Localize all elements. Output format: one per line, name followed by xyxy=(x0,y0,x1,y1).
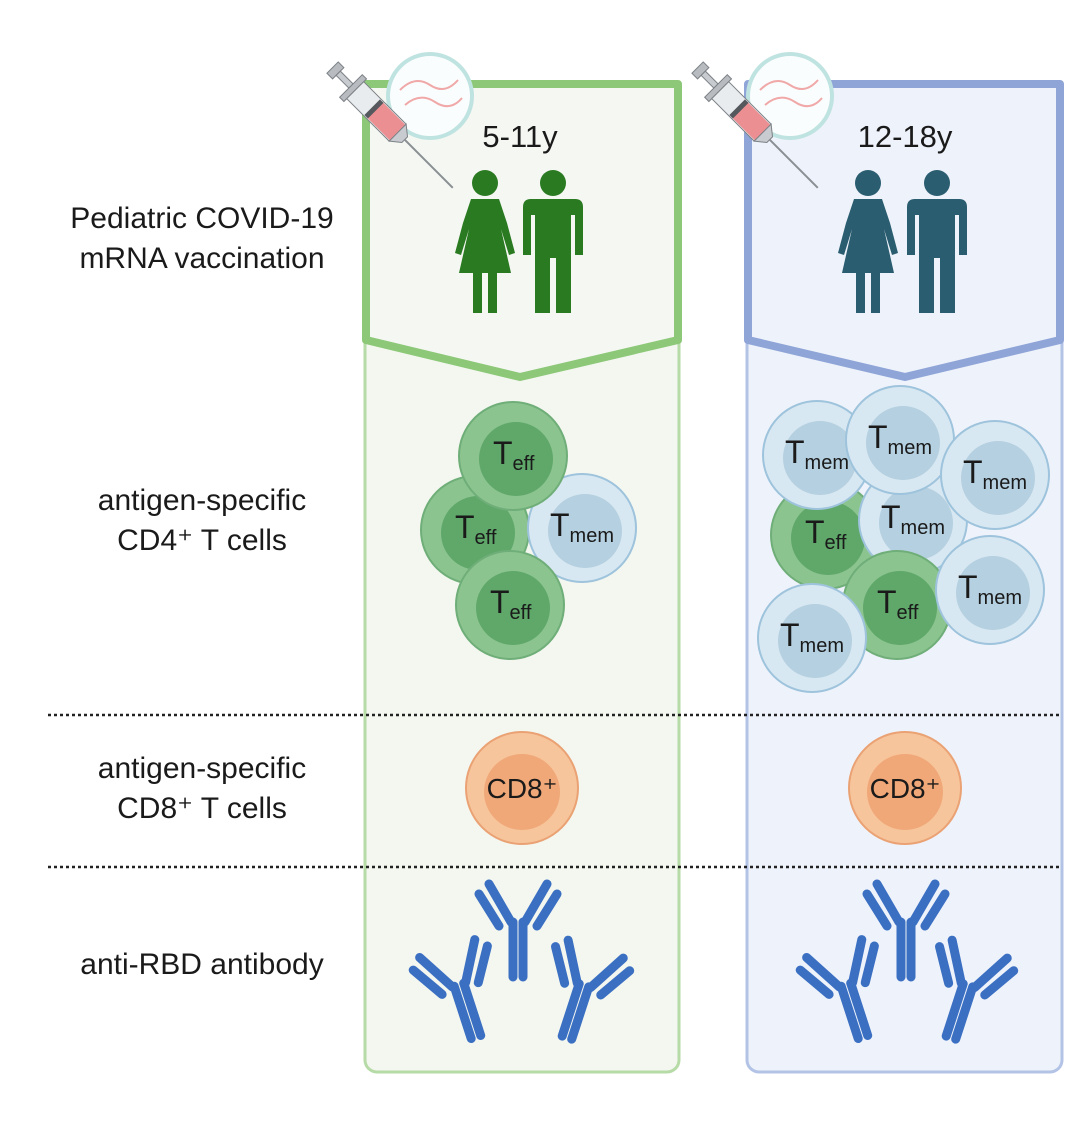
t-cell-label: Tmem xyxy=(963,454,1027,494)
memory-t-cell: Tmem xyxy=(940,420,1050,530)
cd8-cell: CD8⁺ xyxy=(465,731,579,845)
age-label: 12-18y xyxy=(858,119,953,154)
mrna-vaccine-icon xyxy=(320,52,474,201)
t-cell-label: Tmem xyxy=(881,499,945,539)
row-label-vaccination: Pediatric COVID-19 xyxy=(70,202,333,235)
memory-t-cell: Tmem xyxy=(757,583,867,693)
t-cell-label: Teff xyxy=(455,509,497,549)
cd8-cell: CD8⁺ xyxy=(848,731,962,845)
effector-t-cell: Teff xyxy=(458,401,568,511)
t-cell-label: Tmem xyxy=(958,569,1022,609)
t-cell-label: Tmem xyxy=(780,617,844,657)
t-cell-label: Tmem xyxy=(550,507,614,547)
effector-t-cell: Teff xyxy=(455,550,565,660)
row-label-cd4: CD4⁺ T cells xyxy=(117,524,287,557)
t-cell-label: Teff xyxy=(490,584,532,624)
row-label-antibody: anti-RBD antibody xyxy=(80,948,323,981)
t-cell-label: Teff xyxy=(877,584,919,624)
effector-t-cell: Teff xyxy=(770,480,880,590)
cd8-label: CD8⁺ xyxy=(870,773,941,804)
t-cell-label: Teff xyxy=(493,435,535,475)
row-label-vaccination: mRNA vaccination xyxy=(79,242,324,275)
age-label: 5-11y xyxy=(482,119,558,154)
memory-t-cell: Tmem xyxy=(845,385,955,495)
t-cell-label: Tmem xyxy=(868,419,932,459)
mrna-vaccine-icon xyxy=(685,52,834,201)
cd8-label: CD8⁺ xyxy=(487,773,558,804)
memory-t-cell: Tmem xyxy=(762,400,872,510)
row-label-cd8: CD8⁺ T cells xyxy=(117,792,287,825)
memory-t-cell: Tmem xyxy=(527,473,637,583)
memory-t-cell: Tmem xyxy=(935,535,1045,645)
row-label-cd8: antigen-specific xyxy=(98,752,306,785)
t-cell-label: Tmem xyxy=(785,434,849,474)
t-cell-label: Teff xyxy=(805,514,847,554)
row-label-cd4: antigen-specific xyxy=(98,484,306,517)
effector-t-cell: Teff xyxy=(842,550,952,660)
